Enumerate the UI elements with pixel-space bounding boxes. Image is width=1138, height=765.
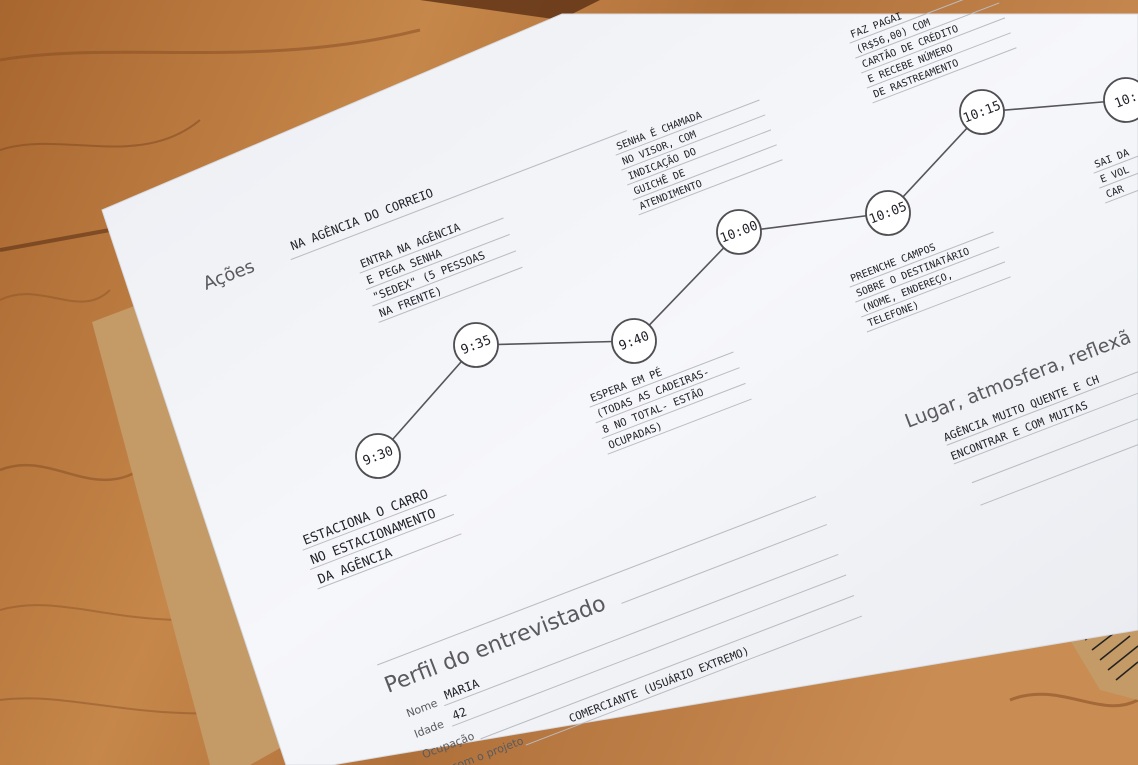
timeline-node: 10:05 [865, 190, 911, 236]
timeline-circle [611, 318, 657, 364]
note-rule [866, 276, 1011, 333]
timeline-node: 10:00 [716, 209, 762, 255]
note-rule [849, 0, 994, 44]
timeline-node: 9:30 [355, 433, 401, 479]
note-rule [302, 494, 447, 551]
note-rule [866, 32, 1011, 89]
timeline-connectors [377, 99, 1127, 457]
note-rule [632, 144, 777, 201]
note-rule [359, 217, 504, 274]
timeline-time: 10: [1113, 89, 1138, 111]
note-rule [849, 231, 994, 288]
note-rule [601, 382, 746, 440]
note-rule [589, 351, 734, 408]
timeline-circle [865, 190, 911, 236]
timeline-node: 10: [1103, 77, 1138, 123]
field-idade-value: 42 [450, 705, 469, 723]
note-rule [309, 513, 455, 571]
note-rule [615, 99, 760, 156]
note-rule [621, 114, 766, 171]
note-rule [1099, 132, 1138, 189]
timeline-circle [716, 209, 762, 255]
note-rule [626, 129, 772, 186]
timeline-node: 10:15 [959, 89, 1005, 135]
note-rule [372, 250, 517, 307]
note-rule [860, 17, 1006, 74]
note-rule [607, 398, 752, 455]
note-rule [1104, 147, 1138, 204]
timeline-circle [453, 322, 499, 368]
note-rule [365, 233, 510, 291]
timeline-circle [959, 89, 1005, 135]
timeline-node: 9:35 [453, 322, 499, 368]
note-rule [378, 266, 523, 323]
note-rule [595, 367, 740, 424]
note-rule [855, 246, 1000, 303]
timeline-node: 9:40 [611, 318, 657, 364]
note-rule [872, 47, 1017, 104]
timeline-circle [1103, 77, 1138, 123]
note-rule [1093, 117, 1138, 174]
note-rule [855, 2, 1000, 59]
note-rule [860, 261, 1006, 318]
note-rule [317, 533, 462, 590]
note-rule [638, 159, 783, 216]
timeline-circle [355, 433, 401, 479]
